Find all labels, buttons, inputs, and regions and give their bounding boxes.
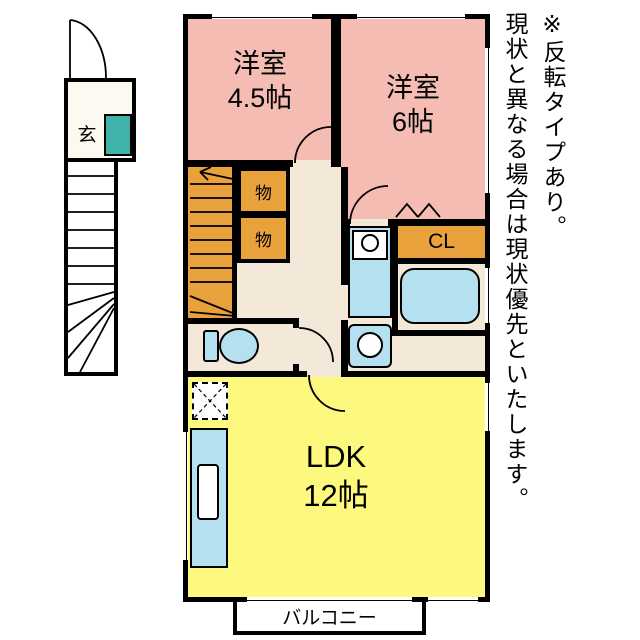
window bbox=[183, 432, 188, 560]
window bbox=[485, 268, 490, 323]
wall bbox=[341, 320, 348, 377]
window-sliding-door bbox=[247, 597, 412, 602]
wall bbox=[293, 364, 299, 377]
note-text: ※反転タイプあり。 現状と異なる場合は現状優先といたします。 bbox=[496, 12, 572, 632]
wall bbox=[293, 318, 299, 328]
wall bbox=[188, 318, 293, 324]
room-ldk bbox=[188, 377, 485, 597]
note-line-2: 現状と異なる場合は現状優先といたします。 bbox=[502, 12, 528, 512]
room-western-small-label: 洋室 4.5帖 bbox=[227, 49, 293, 113]
kitchen-sink-icon bbox=[197, 464, 219, 520]
balcony-label: バルコニー bbox=[282, 608, 377, 629]
bathtub-icon bbox=[400, 268, 480, 324]
note-line-1: ※反転タイプあり。 bbox=[540, 12, 566, 240]
wall bbox=[392, 258, 485, 264]
stairwell-annex bbox=[64, 158, 118, 376]
storage-upper: 物 bbox=[237, 167, 290, 215]
wall bbox=[188, 160, 293, 167]
wall bbox=[341, 167, 348, 285]
storage-lower: 物 bbox=[237, 214, 290, 263]
window bbox=[485, 48, 490, 193]
window bbox=[357, 14, 465, 19]
washing-machine-drum-icon bbox=[361, 234, 379, 252]
closet-label: CL bbox=[428, 230, 455, 253]
entrance-label: 玄 bbox=[77, 125, 97, 146]
wall bbox=[392, 219, 398, 330]
wall bbox=[392, 330, 485, 336]
storage-lower-label: 物 bbox=[255, 231, 272, 250]
vanity-bowl-icon bbox=[357, 332, 383, 358]
wall bbox=[331, 19, 341, 167]
door-arc bbox=[69, 19, 107, 79]
toilet-tank-icon bbox=[203, 330, 219, 362]
window bbox=[428, 597, 478, 602]
storage-upper-label: 物 bbox=[255, 183, 272, 203]
wall bbox=[345, 371, 485, 377]
room-ldk-label: LDK 12帖 bbox=[303, 439, 369, 513]
wall bbox=[388, 219, 485, 226]
window bbox=[485, 383, 490, 431]
window bbox=[212, 14, 312, 19]
wall bbox=[188, 371, 307, 377]
toilet-bowl-icon bbox=[219, 328, 259, 364]
entrance-step bbox=[104, 114, 132, 156]
balcony: バルコニー bbox=[233, 602, 426, 635]
room-western-large-label: 洋室 6帖 bbox=[386, 73, 440, 137]
closet-cl: CL bbox=[398, 226, 485, 258]
